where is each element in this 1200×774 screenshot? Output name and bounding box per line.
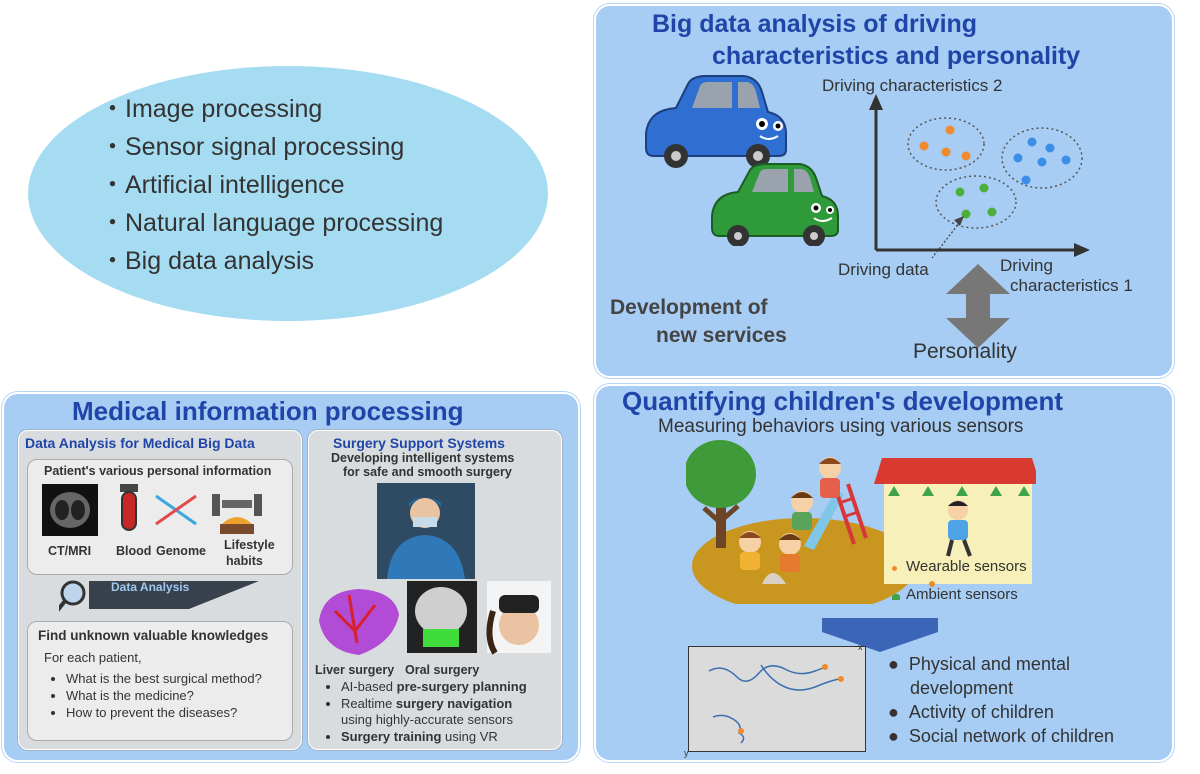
lifestyle-label: Lifestyle xyxy=(224,538,275,552)
liver-model-icon xyxy=(319,589,399,655)
driving-data-label: Driving data xyxy=(838,260,929,279)
topic-item: ・Big data analysis xyxy=(100,247,315,275)
children-icon xyxy=(739,457,841,584)
axis-x-label-line2: characteristics 1 xyxy=(1010,276,1133,295)
ambient-sensor-icon xyxy=(892,594,900,600)
green-car-icon xyxy=(711,163,839,246)
surgery-sub-line1: Developing intelligent systems xyxy=(331,451,515,465)
feature-item: Realtime surgery navigation xyxy=(341,696,527,713)
building-icon xyxy=(874,458,1036,584)
surgeon-photo xyxy=(377,483,475,579)
green-cluster xyxy=(935,175,1017,229)
feature-item: Surgery training using VR xyxy=(341,729,527,746)
surgery-features-list: AI-based pre-surgery planning Realtime s… xyxy=(323,679,527,745)
genome-label: Genome xyxy=(156,544,207,558)
double-arrow-icon xyxy=(946,264,1010,348)
wearable-sensor-icon xyxy=(892,566,897,571)
axis-x-marker: x xyxy=(858,642,863,652)
lifestyle-icon xyxy=(212,494,262,534)
for-each-label: For each patient, xyxy=(44,650,142,665)
blood-tube-icon xyxy=(120,484,138,531)
topic-item: ・Image processing xyxy=(100,95,323,123)
kids-panel: Quantifying children's development Measu… xyxy=(594,384,1174,762)
outcome-item: Activity of children xyxy=(908,702,1054,722)
question-item: How to prevent the diseases? xyxy=(66,704,262,721)
personality-label: Personality xyxy=(913,340,1017,363)
feature-item: AI-based pre-surgery planning xyxy=(341,679,527,696)
data-analysis-title: Data Analysis for Medical Big Data xyxy=(25,435,255,451)
medical-title: Medical information processing xyxy=(72,396,464,426)
find-title: Find unknown valuable knowledges xyxy=(38,628,269,643)
services-line2: new services xyxy=(656,324,787,347)
personal-info-box: Patient's various personal information C… xyxy=(27,459,293,575)
axis-x-label-line1: Driving xyxy=(1000,256,1053,275)
topic-item: ・Artificial intelligence xyxy=(100,171,345,199)
data-analysis-box: Data Analysis for Medical Big Data Patie… xyxy=(18,430,302,750)
data-analysis-label: Data Analysis xyxy=(111,580,190,594)
trajectory-plot xyxy=(688,646,866,752)
outcome-item: development xyxy=(910,678,1014,698)
big-data-title-line2: characteristics and personality xyxy=(712,42,1081,70)
axis-y-marker: y xyxy=(684,748,689,758)
tree-icon xyxy=(686,440,756,548)
question-item: What is the best surgical method? xyxy=(66,670,262,687)
question-item: What is the medicine? xyxy=(66,687,262,704)
medical-panel: Medical information processing Data Anal… xyxy=(2,392,580,762)
blue-cluster xyxy=(1001,127,1083,189)
liver-label: Liver surgery xyxy=(315,663,395,677)
outcome-item: Social network of children xyxy=(908,726,1114,746)
orange-cluster xyxy=(907,117,985,171)
topic-item: ・Sensor signal processing xyxy=(100,133,405,161)
topic-item: ・Natural language processing xyxy=(100,209,444,237)
topics-ellipse xyxy=(28,66,548,321)
down-arrow-icon xyxy=(822,618,938,652)
outcomes-list: ● Physical and mental development ● Acti… xyxy=(888,654,1114,746)
feature-item: using highly-accurate sensors xyxy=(341,712,513,727)
kids-subtitle: Measuring behaviors using various sensor… xyxy=(658,416,1024,437)
ct-mri-label: CT/MRI xyxy=(48,544,92,558)
playground-illustration xyxy=(686,440,1036,604)
questions-list: What is the best surgical method? What i… xyxy=(48,670,262,721)
kids-title: Quantifying children's development xyxy=(622,386,1064,416)
personal-info-title: Patient's various personal information xyxy=(44,464,272,478)
oral-label: Oral surgery xyxy=(405,663,480,677)
topics-list: ・Image processing ・Sensor signal process… xyxy=(100,90,443,280)
car-illustrations xyxy=(645,75,839,246)
outcome-item: Physical and mental xyxy=(908,654,1070,674)
surgery-support-box: Surgery Support Systems Developing intel… xyxy=(308,430,562,750)
genome-icon xyxy=(155,494,197,526)
slide-icon xyxy=(804,483,868,550)
services-line1: Development of xyxy=(610,296,768,319)
surgery-title: Surgery Support Systems xyxy=(333,435,505,451)
surgery-images xyxy=(319,581,551,655)
big-data-title-line1: Big data analysis of driving xyxy=(652,10,978,38)
orange-points xyxy=(919,125,971,161)
habits-label: habits xyxy=(226,554,263,568)
ambient-label: Ambient sensors xyxy=(906,586,1018,603)
magnifier-icon xyxy=(60,580,86,606)
surgery-sub-line2: for safe and smooth surgery xyxy=(343,465,512,479)
ct-scan-icon xyxy=(42,484,98,536)
blue-points xyxy=(1013,137,1071,185)
clusters-plot xyxy=(869,94,1090,259)
personal-info-icons xyxy=(42,484,262,536)
big-data-panel: Big data analysis of driving characteris… xyxy=(594,4,1174,378)
blood-label: Blood xyxy=(116,544,152,558)
wearable-label: Wearable sensors xyxy=(906,558,1027,575)
vr-headset-icon xyxy=(486,581,551,655)
blue-car-icon xyxy=(645,75,787,168)
axis-y-label: Driving characteristics 2 xyxy=(822,76,1003,95)
data-analysis-arrow xyxy=(59,580,259,612)
skull-scan-icon xyxy=(407,581,477,653)
green-points xyxy=(955,183,997,219)
find-knowledge-box: Find unknown valuable knowledges For eac… xyxy=(27,621,293,741)
